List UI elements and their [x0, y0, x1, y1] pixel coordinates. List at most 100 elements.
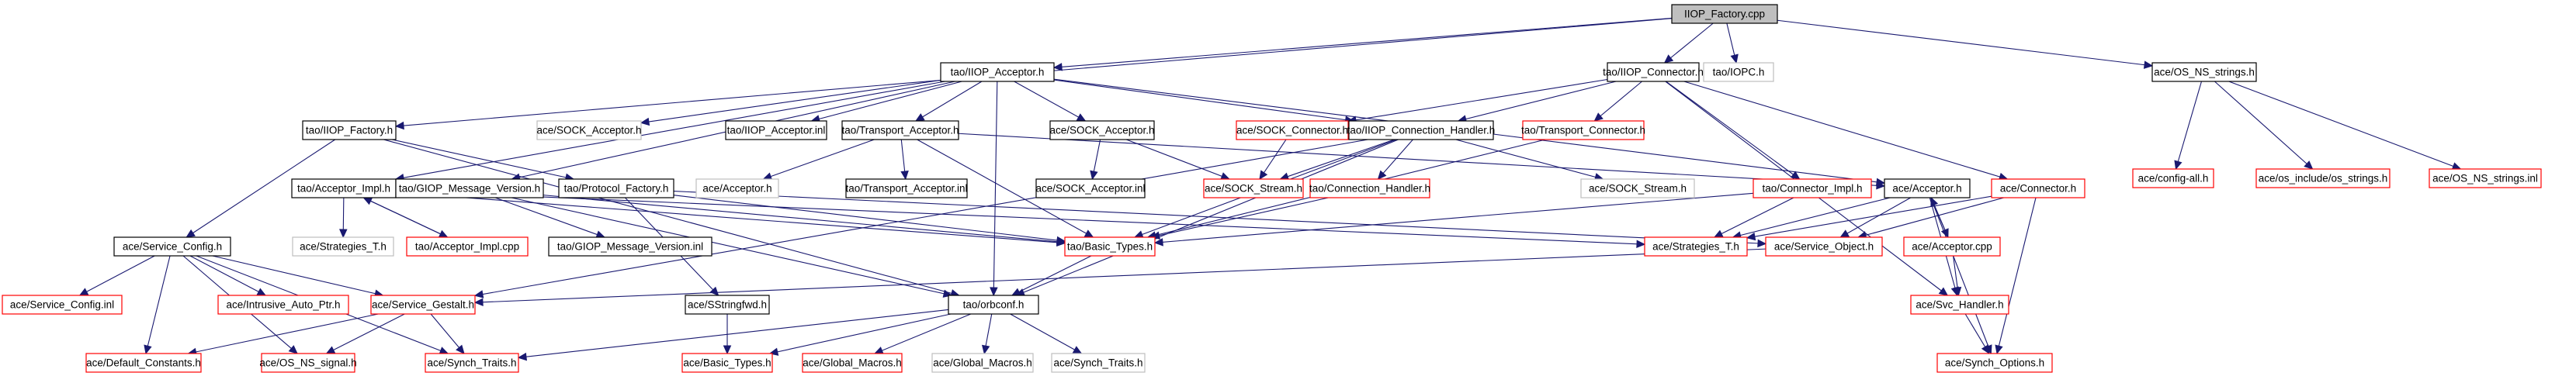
node-ace-basic-types-h[interactable]: ace/Basic_Types.h: [681, 353, 773, 373]
node-box[interactable]: [406, 236, 529, 257]
node-box[interactable]: [558, 178, 674, 198]
node-box[interactable]: [940, 62, 1055, 82]
node-service-gestalt-h[interactable]: ace/Service_Gestalt.h: [370, 295, 476, 315]
node-global-macros-h[interactable]: ace/Global_Macros.h: [802, 353, 903, 373]
node-box[interactable]: [1607, 62, 1700, 82]
node-service-object-h[interactable]: ace/Service_Object.h: [1765, 236, 1883, 257]
node-tao-basic-types-h[interactable]: tao/Basic_Types.h: [1064, 236, 1156, 257]
node-giop-message-version-h[interactable]: tao/GIOP_Message_Version.h: [395, 178, 544, 198]
node-transport-acceptor-inl[interactable]: tao/Transport_Acceptor.inl: [845, 178, 968, 198]
node-box[interactable]: [681, 353, 773, 373]
node-box[interactable]: [948, 295, 1039, 315]
node-box[interactable]: [425, 353, 519, 373]
node-orbconf-h[interactable]: tao/orbconf.h: [948, 295, 1039, 315]
node-acceptor-impl-cpp[interactable]: tao/Acceptor_Impl.cpp: [406, 236, 529, 257]
node-box[interactable]: [1580, 178, 1695, 198]
node-box[interactable]: [1522, 120, 1645, 140]
node-box[interactable]: [85, 353, 202, 373]
node-iiop-acceptor-h[interactable]: tao/IIOP_Acceptor.h: [940, 62, 1055, 82]
node-sock-acceptor-h[interactable]: ace/SOCK_Acceptor.h: [1049, 120, 1155, 140]
node-box[interactable]: [261, 353, 355, 373]
node-iiop-acceptor-inl[interactable]: tao/IIOP_Acceptor.inl: [725, 120, 827, 140]
node-synch-traits-h-grey[interactable]: ace/Synch_Traits.h: [1051, 353, 1146, 373]
node-service-config-inl[interactable]: ace/Service_Config.inl: [2, 295, 123, 315]
node-box[interactable]: [2, 295, 123, 315]
node-box[interactable]: [1049, 120, 1155, 140]
node-box[interactable]: [113, 236, 231, 257]
node-box[interactable]: [1936, 353, 2053, 373]
node-box[interactable]: [395, 178, 544, 198]
node-box[interactable]: [1051, 353, 1146, 373]
node-sock-stream-h-grey[interactable]: ace/SOCK_Stream.h: [1580, 178, 1695, 198]
node-sock-acceptor-inl[interactable]: ace/SOCK_Acceptor.inl: [1035, 178, 1146, 198]
node-box[interactable]: [802, 353, 903, 373]
node-config-all-h[interactable]: ace/config-all.h: [2132, 168, 2214, 188]
node-box[interactable]: [1765, 236, 1883, 257]
node-default-constants-h[interactable]: ace/Default_Constants.h: [85, 353, 202, 373]
node-box[interactable]: [302, 120, 397, 140]
node-svc-handler-h[interactable]: ace/Svc_Handler.h: [1910, 295, 2009, 315]
node-box[interactable]: [1064, 236, 1156, 257]
node-box[interactable]: [1703, 62, 1774, 82]
node-iiop-factory-h[interactable]: tao/IIOP_Factory.h: [302, 120, 397, 140]
node-ace-connector-h[interactable]: ace/Connector.h: [1991, 178, 2085, 198]
node-sock-acceptor-h-grey[interactable]: ace/SOCK_Acceptor.h: [536, 120, 642, 140]
node-os-ns-strings-inl[interactable]: ace/OS_NS_strings.inl: [2429, 168, 2542, 188]
node-os-strings-h[interactable]: ace/os_include/os_strings.h: [2255, 168, 2391, 188]
node-box[interactable]: [725, 120, 827, 140]
node-box[interactable]: [548, 236, 712, 257]
node-connection-handler-h[interactable]: tao/Connection_Handler.h: [1309, 178, 1430, 198]
node-box[interactable]: [695, 178, 779, 198]
node-box[interactable]: [2132, 168, 2214, 188]
node-sock-stream-h[interactable]: ace/SOCK_Stream.h: [1203, 178, 1304, 198]
node-service-config-h[interactable]: ace/Service_Config.h: [113, 236, 231, 257]
node-box[interactable]: [1644, 236, 1748, 257]
node-box[interactable]: [536, 120, 642, 140]
node-box[interactable]: [2429, 168, 2542, 188]
node-os-ns-strings-h[interactable]: ace/OS_NS_strings.h: [2151, 62, 2257, 82]
node-ace-acceptor-h-grey[interactable]: ace/Acceptor.h: [695, 178, 779, 198]
node-iiop-connection-handler-h[interactable]: tao/IIOP_Connection_Handler.h: [1347, 120, 1496, 140]
node-box[interactable]: [2255, 168, 2391, 188]
node-sstringfwd-h[interactable]: ace/SStringfwd.h: [685, 295, 770, 315]
node-box[interactable]: [1236, 120, 1349, 140]
node-box[interactable]: [370, 295, 476, 315]
node-synch-options-h[interactable]: ace/Synch_Options.h: [1936, 353, 2053, 373]
node-box[interactable]: [292, 236, 394, 257]
node-os-ns-signal-h[interactable]: ace/OS_NS_signal.h: [259, 353, 357, 373]
node-sock-connector-h[interactable]: ace/SOCK_Connector.h: [1236, 120, 1349, 140]
node-global-macros-h-grey[interactable]: ace/Global_Macros.h: [931, 353, 1034, 373]
node-iopc-h[interactable]: tao/IOPC.h: [1703, 62, 1774, 82]
node-box[interactable]: [685, 295, 770, 315]
node-box[interactable]: [291, 178, 397, 198]
node-box[interactable]: [1884, 178, 1971, 198]
node-giop-message-version-inl[interactable]: tao/GIOP_Message_Version.inl: [548, 236, 712, 257]
node-box[interactable]: [1671, 4, 1778, 24]
node-box[interactable]: [217, 295, 349, 315]
node-connector-impl-h[interactable]: tao/Connector_Impl.h: [1753, 178, 1872, 198]
node-strategies-t-h-grey[interactable]: ace/Strategies_T.h: [292, 236, 394, 257]
node-box[interactable]: [1035, 178, 1146, 198]
node-box[interactable]: [845, 178, 968, 198]
node-box[interactable]: [1309, 178, 1430, 198]
node-box[interactable]: [841, 120, 959, 140]
node-transport-acceptor-h[interactable]: tao/Transport_Acceptor.h: [841, 120, 959, 140]
node-box[interactable]: [1903, 236, 2001, 257]
node-box[interactable]: [1910, 295, 2009, 315]
node-strategies-t-h[interactable]: ace/Strategies_T.h: [1644, 236, 1748, 257]
node-synch-traits-h[interactable]: ace/Synch_Traits.h: [425, 353, 519, 373]
node-root[interactable]: IIOP_Factory.cpp: [1671, 4, 1778, 24]
node-protocol-factory-h[interactable]: tao/Protocol_Factory.h: [558, 178, 674, 198]
node-box[interactable]: [1991, 178, 2085, 198]
node-acceptor-cpp[interactable]: ace/Acceptor.cpp: [1903, 236, 2001, 257]
node-box[interactable]: [1203, 178, 1304, 198]
node-box[interactable]: [1753, 178, 1872, 198]
node-box[interactable]: [1348, 120, 1494, 140]
node-box[interactable]: [2151, 62, 2257, 82]
node-transport-connector-h[interactable]: tao/Transport_Connector.h: [1521, 120, 1645, 140]
node-acceptor-impl-h[interactable]: tao/Acceptor_Impl.h: [291, 178, 397, 198]
node-intrusive-auto-ptr-h[interactable]: ace/Intrusive_Auto_Ptr.h: [217, 295, 349, 315]
node-ace-acceptor-h[interactable]: ace/Acceptor.h: [1884, 178, 1971, 198]
node-box[interactable]: [931, 353, 1034, 373]
node-iiop-connector-h[interactable]: tao/IIOP_Connector.h: [1603, 62, 1704, 82]
